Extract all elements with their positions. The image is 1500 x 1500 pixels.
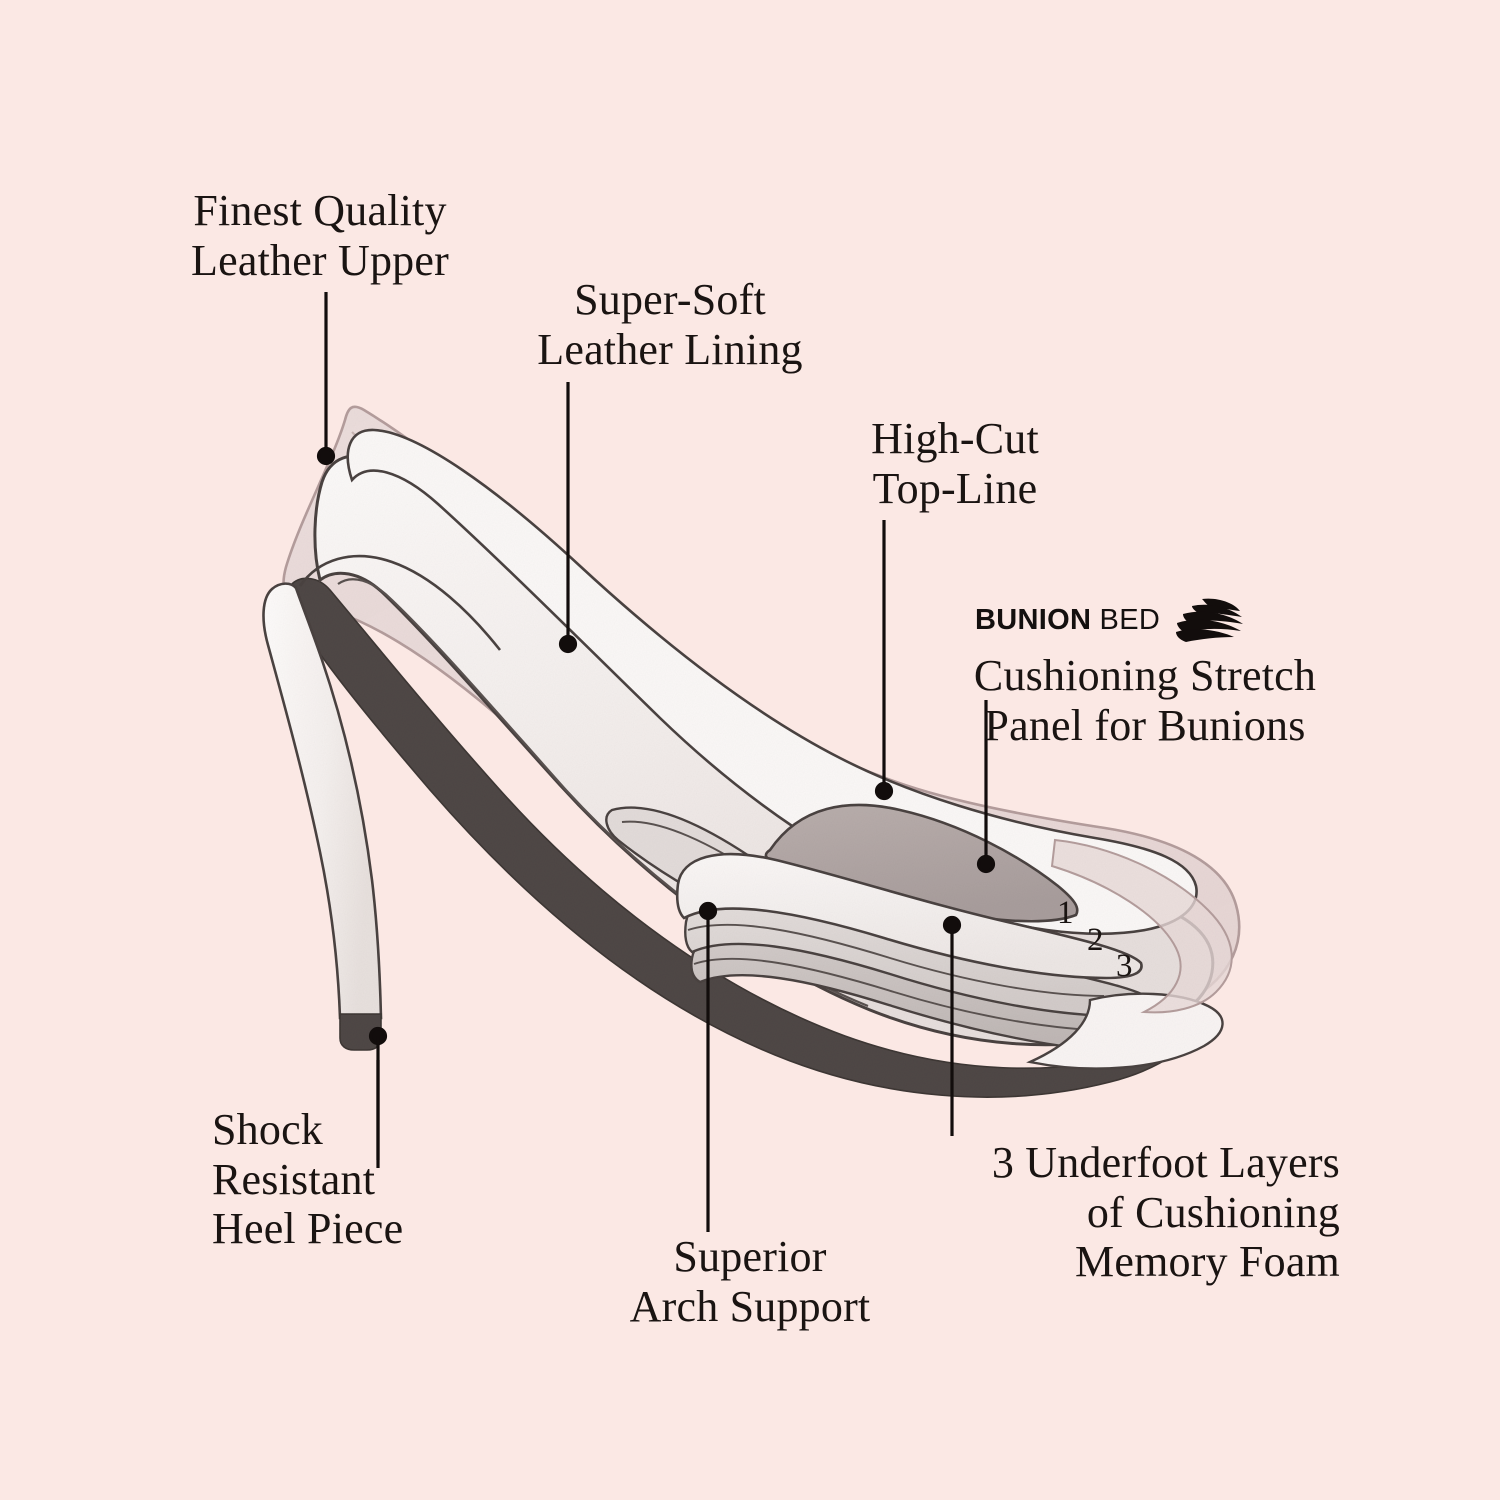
- callout-leather-lining: Super-Soft Leather Lining: [537, 275, 803, 374]
- upper-toe-overlay: [1050, 838, 1233, 1014]
- foam-layer-number-2: 2: [1087, 922, 1104, 958]
- striped-cushion-icon: [1176, 598, 1244, 642]
- leader-dot-arch-support: [698, 901, 718, 921]
- memory-foam-layer-1: [675, 852, 1143, 980]
- bunion-bed-logo: BUNION BED: [975, 598, 1244, 642]
- bunion-bed-wordmark: BUNION BED: [975, 604, 1160, 637]
- callout-memory-foam: 3 Underfoot Layers of Cushioning Memory …: [991, 1138, 1340, 1287]
- leader-dot-memory-foam: [942, 915, 962, 935]
- leader-dot-leather-lining: [558, 634, 578, 654]
- leader-lines: [316, 292, 996, 1232]
- leader-dot-bunion-panel: [976, 854, 996, 874]
- brand-name-light: BED: [1099, 603, 1161, 636]
- foam-layer-number-1: 1: [1057, 895, 1074, 931]
- callout-top-line: High-Cut Top-Line: [871, 414, 1039, 513]
- brand-name-bold: BUNION: [975, 603, 1092, 636]
- foam-edge-line-a: [687, 923, 1105, 997]
- foam-edge-line-b: [693, 957, 1117, 1032]
- callout-bunion-panel: Cushioning Stretch Panel for Bunions: [973, 651, 1317, 750]
- insole-surface: [346, 428, 1198, 936]
- heel-counter-curve: [298, 554, 502, 651]
- callout-arch-support: Superior Arch Support: [629, 1232, 871, 1331]
- foam-layer-number-3: 3: [1116, 948, 1133, 984]
- leader-dot-top-line: [874, 781, 894, 801]
- callout-heel-piece: Shock Resistant Heel Piece: [212, 1105, 404, 1254]
- callout-leather-upper: Finest Quality Leather Upper: [191, 186, 449, 285]
- stiletto-heel: [262, 582, 383, 1020]
- leader-dot-leather-upper: [316, 446, 336, 466]
